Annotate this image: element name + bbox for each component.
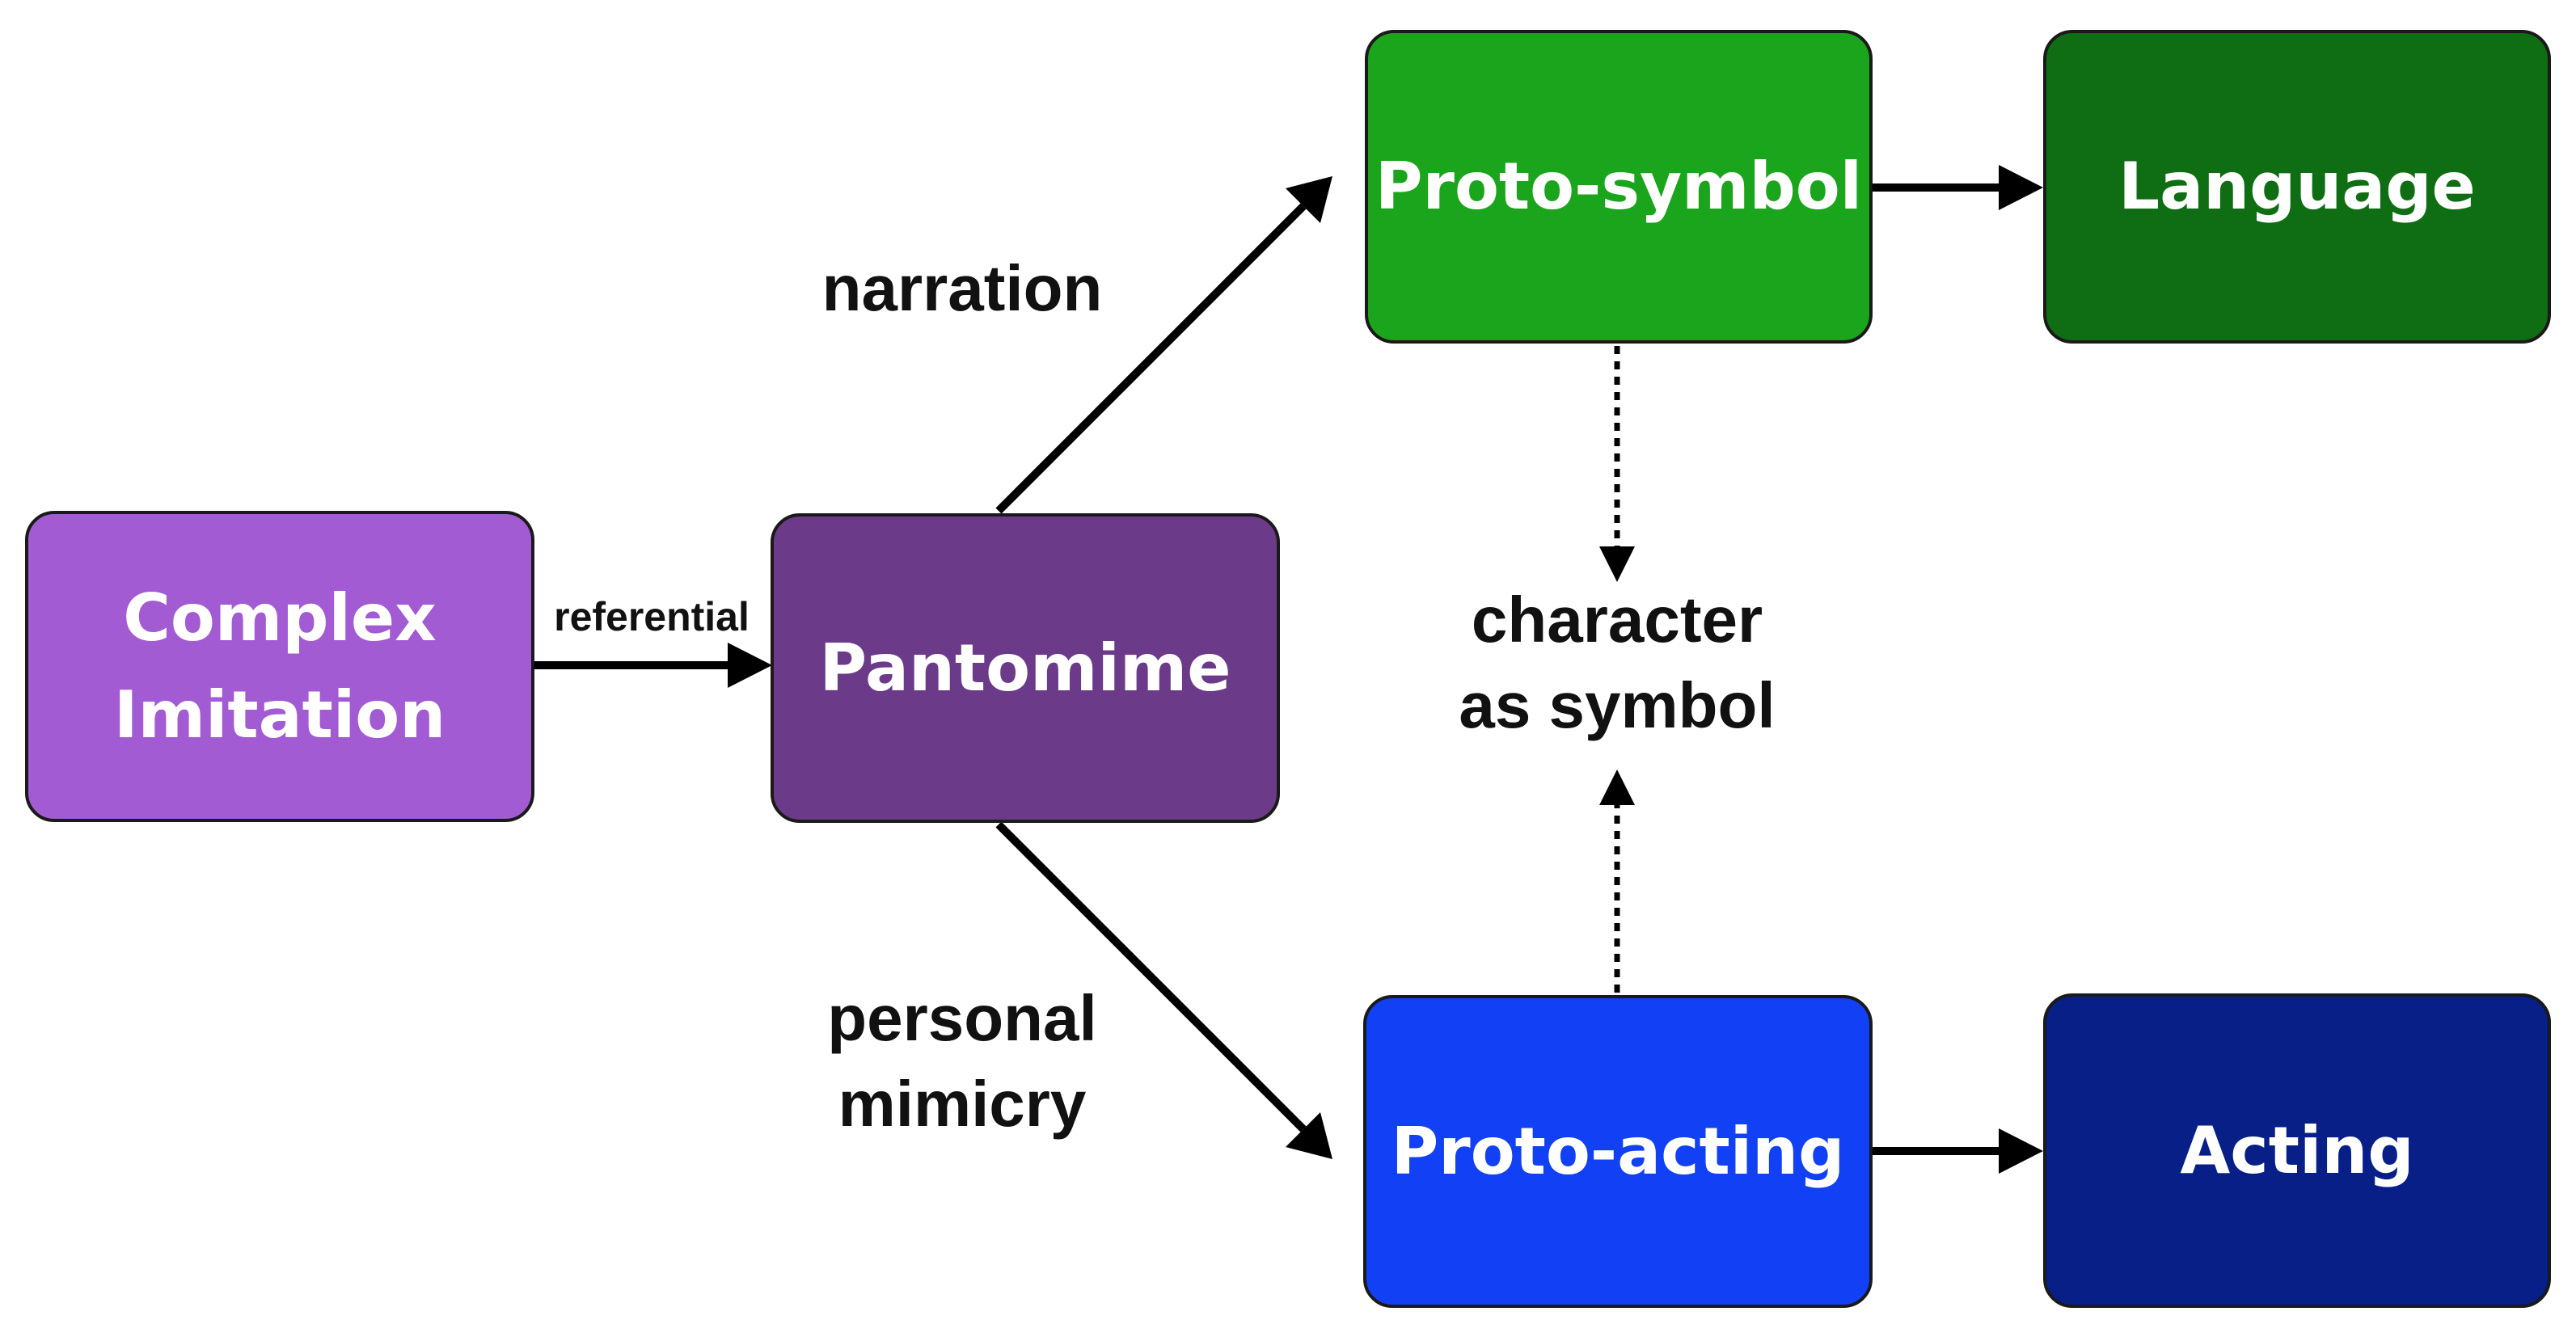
dotted-arrow-from-proto-symbol	[1599, 346, 1635, 582]
pantomime-label: Pantomime	[819, 630, 1231, 706]
arrow-referential	[534, 643, 772, 688]
character-as-symbol-label: character as symbol	[1459, 584, 1776, 741]
proto-acting-box: Proto-acting	[1363, 995, 1873, 1308]
complex-imitation-label: Complex Imitation	[113, 580, 446, 753]
arrow-proto-acting-to-acting	[1873, 1128, 2043, 1174]
complex-imitation-box: Complex Imitation	[25, 511, 534, 822]
personal-mimicry-label: personal mimicry	[827, 982, 1097, 1140]
acting-label: Acting	[2180, 1112, 2414, 1188]
language-box: Language	[2043, 30, 2551, 344]
proto-symbol-box: Proto-symbol	[1365, 30, 1873, 344]
language-label: Language	[2118, 149, 2476, 224]
dotted-arrow-from-proto-acting	[1599, 770, 1635, 993]
narration-label: narration	[821, 252, 1103, 324]
arrow-personal-mimicry	[995, 821, 1332, 1159]
referential-label: referential	[554, 594, 750, 639]
acting-box: Acting	[2043, 993, 2551, 1308]
pantomime-box: Pantomime	[771, 513, 1280, 823]
arrow-proto-symbol-to-language	[1873, 165, 2043, 210]
arrow-narration	[995, 176, 1332, 514]
proto-acting-label: Proto-acting	[1391, 1113, 1845, 1189]
proto-symbol-label: Proto-symbol	[1375, 149, 1863, 224]
